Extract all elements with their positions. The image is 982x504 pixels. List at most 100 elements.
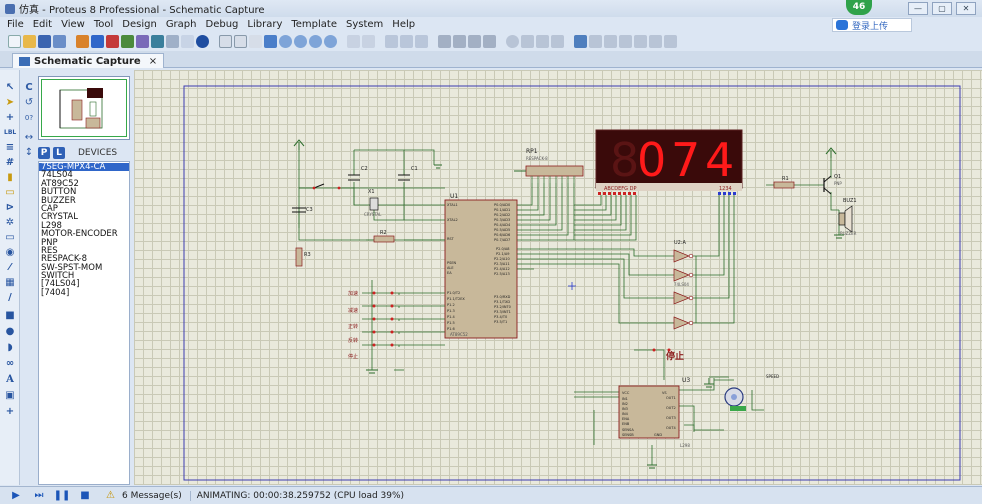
make-device-icon[interactable] — [521, 34, 534, 48]
pan-icon[interactable] — [264, 34, 277, 48]
overview-window[interactable] — [38, 76, 130, 140]
selection-mode-icon[interactable]: ↖ — [5, 82, 15, 93]
marker-icon[interactable]: + — [5, 406, 15, 417]
menu-tool[interactable]: Tool — [93, 18, 114, 30]
help-icon[interactable] — [196, 34, 209, 48]
circle-icon[interactable]: ● — [5, 326, 15, 337]
terminals-icon[interactable]: ▭ — [5, 187, 15, 198]
voltage-probe-icon[interactable]: ⁄ — [9, 262, 11, 273]
zoom-out-icon[interactable] — [294, 34, 307, 48]
stop-icon[interactable]: ■ — [80, 490, 90, 501]
wire-autorouter-icon[interactable] — [574, 34, 587, 48]
generator-icon[interactable]: ◉ — [5, 247, 15, 258]
schematic-icon[interactable] — [91, 34, 104, 48]
device-item[interactable]: [74LS04] — [41, 279, 80, 290]
mirror-horizontal-icon[interactable]: ↔ — [24, 132, 34, 143]
subcircuit-icon[interactable]: ▮ — [7, 172, 13, 183]
menu-template[interactable]: Template — [291, 18, 337, 30]
close-button[interactable]: ✕ — [956, 2, 976, 15]
menu-help[interactable]: Help — [392, 18, 416, 30]
path-icon[interactable]: ∞ — [5, 358, 15, 369]
pause-icon[interactable]: ❚❚ — [53, 490, 71, 501]
menu-library[interactable]: Library — [247, 18, 283, 30]
block-move-icon[interactable] — [453, 34, 466, 48]
device-item[interactable]: PNP — [41, 237, 58, 248]
device-item[interactable]: SWITCH — [41, 271, 75, 282]
step-icon[interactable]: ⏭ — [34, 490, 44, 501]
property-assign-icon[interactable] — [604, 34, 617, 48]
box-icon[interactable]: ■ — [5, 310, 15, 321]
block-delete-icon[interactable] — [483, 34, 496, 48]
tape-recorder-icon[interactable]: ▭ — [5, 232, 15, 243]
copy-icon[interactable] — [400, 34, 413, 48]
undo-icon[interactable] — [347, 34, 360, 48]
message-count[interactable]: 6 Message(s) — [122, 490, 191, 501]
line-icon[interactable]: / — [8, 292, 12, 303]
menu-view[interactable]: View — [61, 18, 85, 30]
netlist-icon[interactable] — [664, 34, 677, 48]
wire-label-icon[interactable]: LBL — [4, 129, 17, 136]
rotation-angle-field[interactable]: 0? — [24, 114, 34, 122]
design-explorer-icon[interactable] — [166, 34, 179, 48]
redo-icon[interactable] — [362, 34, 375, 48]
device-item[interactable]: AT89C52 — [41, 178, 79, 189]
search-tag-icon[interactable] — [589, 34, 602, 48]
device-item[interactable]: 7SEG-MPX4-CA — [39, 163, 129, 171]
zoom-all-icon[interactable] — [309, 34, 322, 48]
rotate-cw-icon[interactable]: C — [25, 82, 33, 93]
text-script-icon[interactable]: ≡ — [5, 142, 15, 153]
device-item[interactable]: L298 — [41, 220, 62, 231]
zoom-in-icon[interactable] — [279, 34, 292, 48]
paste-icon[interactable] — [415, 34, 428, 48]
play-icon[interactable]: ▶ — [12, 490, 20, 501]
upload-button[interactable]: 登录上传 — [832, 18, 912, 32]
device-item[interactable]: 74LS04 — [41, 170, 73, 181]
virtual-instrument-icon[interactable]: ▦ — [5, 277, 15, 288]
refresh-icon[interactable] — [219, 34, 232, 48]
minus-icon[interactable] — [181, 34, 194, 48]
device-item[interactable]: CRYSTAL — [41, 212, 78, 223]
component-mode-icon[interactable]: ➤ — [5, 97, 15, 108]
menu-file[interactable]: File — [7, 18, 24, 30]
cut-icon[interactable] — [385, 34, 398, 48]
symbol-icon[interactable]: ▣ — [5, 390, 15, 401]
save-icon[interactable] — [38, 34, 51, 48]
grid-icon[interactable] — [234, 34, 247, 48]
device-item[interactable]: BUZZER — [41, 195, 76, 206]
exit-parent-icon[interactable] — [649, 34, 662, 48]
new-file-icon[interactable] — [8, 34, 21, 48]
block-rotate-icon[interactable] — [468, 34, 481, 48]
pcb-icon[interactable] — [106, 34, 119, 48]
device-item[interactable]: SW-SPST-MOM — [41, 262, 103, 273]
block-copy-icon[interactable] — [438, 34, 451, 48]
schematic-canvas[interactable]: ABCDEFG DP 1234 8 0 7 4 RP1 RESPACK-8 — [134, 70, 982, 485]
origin-icon[interactable] — [249, 34, 262, 48]
gerber-icon[interactable] — [121, 34, 134, 48]
pick-device-icon[interactable] — [506, 34, 519, 48]
import-icon[interactable] — [53, 34, 66, 48]
mirror-vertical-icon[interactable]: ↕ — [24, 147, 34, 158]
open-folder-icon[interactable] — [23, 34, 36, 48]
device-item[interactable]: BUTTON — [41, 187, 77, 198]
device-item[interactable]: MOTOR-ENCODER — [41, 229, 118, 240]
bom-icon[interactable] — [136, 34, 149, 48]
junction-dot-icon[interactable]: + — [5, 112, 15, 123]
new-sheet-icon[interactable] — [619, 34, 632, 48]
source-code-icon[interactable] — [151, 34, 164, 48]
close-tab-icon[interactable]: × — [148, 55, 158, 67]
device-pins-icon[interactable]: ⊳ — [5, 202, 15, 213]
remove-sheet-icon[interactable] — [634, 34, 647, 48]
device-item[interactable]: RESPACK-8 — [41, 254, 88, 265]
buses-icon[interactable]: # — [5, 157, 15, 168]
maximize-button[interactable]: ▢ — [932, 2, 952, 15]
device-item[interactable]: CAP — [41, 203, 58, 214]
arc-icon[interactable]: ◗ — [7, 342, 13, 353]
home-icon[interactable] — [76, 34, 89, 48]
package-tool-icon[interactable] — [536, 34, 549, 48]
pick-devices-button[interactable]: P — [38, 147, 50, 159]
device-item[interactable]: [7404] — [41, 287, 70, 298]
menu-edit[interactable]: Edit — [32, 18, 53, 30]
notification-badge[interactable]: 46 — [846, 0, 872, 15]
menu-design[interactable]: Design — [122, 18, 157, 30]
minimize-button[interactable]: — — [908, 2, 928, 15]
